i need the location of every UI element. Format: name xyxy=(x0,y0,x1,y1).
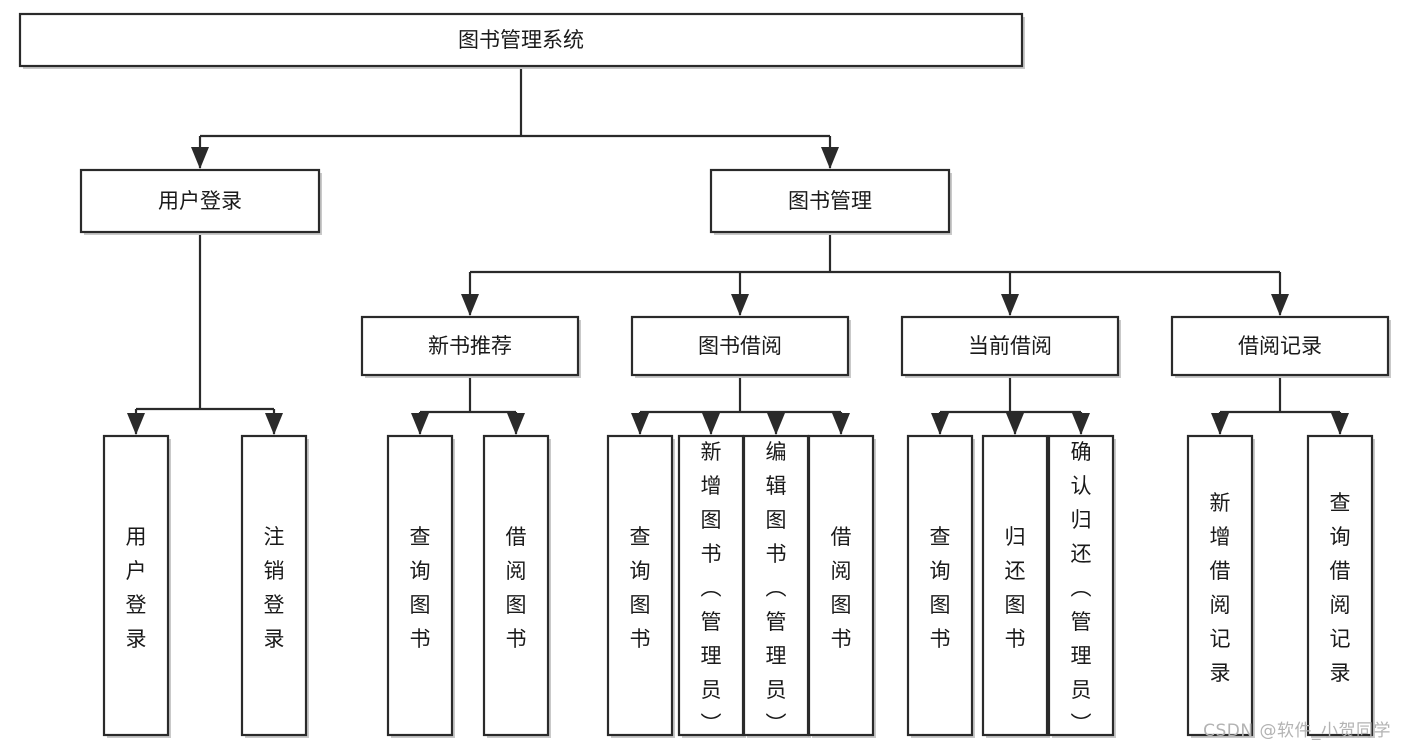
node-label: 新书推荐 xyxy=(428,334,512,358)
node-leaf-query-record[interactable]: 查询借阅记录 xyxy=(1306,434,1375,738)
box-outline[interactable] xyxy=(709,168,951,234)
node-leaf-confirm-return[interactable]: 确认归还︵管理员︶ xyxy=(1047,434,1116,738)
node-label: 借阅图书 xyxy=(831,525,852,651)
node-label: 新增借阅记录 xyxy=(1210,491,1231,685)
box-outline[interactable] xyxy=(102,434,170,737)
node-label: 用户登录 xyxy=(126,525,147,651)
arrow-head-icon xyxy=(767,413,785,435)
node-leaf-query-book-2[interactable]: 查询图书 xyxy=(606,434,675,738)
arrow-head-icon xyxy=(931,413,949,435)
box-outline[interactable] xyxy=(630,315,850,377)
box-outline[interactable] xyxy=(742,434,810,737)
box-outline[interactable] xyxy=(1186,434,1254,737)
arrow-head-icon xyxy=(127,413,145,435)
box-outline[interactable] xyxy=(240,434,308,737)
node-book-borrow[interactable]: 图书借阅 xyxy=(630,315,851,378)
node-leaf-user-login[interactable]: 用户登录 xyxy=(102,434,171,738)
node-label: 图书借阅 xyxy=(698,334,782,358)
node-new-book-rec[interactable]: 新书推荐 xyxy=(360,315,581,378)
arrow-head-icon xyxy=(832,413,850,435)
arrow-head-icon xyxy=(1331,413,1349,435)
node-leaf-logout[interactable]: 注销登录 xyxy=(240,434,309,738)
box-outline[interactable] xyxy=(482,434,550,737)
node-current-borrow[interactable]: 当前借阅 xyxy=(900,315,1121,378)
arrow-head-icon xyxy=(1001,294,1019,316)
box-outline[interactable] xyxy=(807,434,875,737)
box-outline[interactable] xyxy=(1047,434,1115,737)
node-label: 图书管理系统 xyxy=(458,28,584,52)
connector-layer xyxy=(127,66,1349,435)
arrow-head-icon xyxy=(821,147,839,169)
box-outline[interactable] xyxy=(900,315,1120,377)
arrow-head-icon xyxy=(507,413,525,435)
box-outline[interactable] xyxy=(360,315,580,377)
box-outline[interactable] xyxy=(906,434,974,737)
arrow-head-icon xyxy=(411,413,429,435)
node-leaf-add-book[interactable]: 新增图书︵管理员︶ xyxy=(677,434,746,738)
arrow-head-icon xyxy=(1271,294,1289,316)
node-label: 编辑图书︵管理员︶ xyxy=(766,440,787,736)
node-leaf-edit-book[interactable]: 编辑图书︵管理员︶ xyxy=(742,434,811,738)
node-leaf-borrow-book-2[interactable]: 借阅图书 xyxy=(807,434,876,738)
box-outline[interactable] xyxy=(386,434,454,737)
node-label: 确认归还︵管理员︶ xyxy=(1071,440,1092,736)
box-outline[interactable] xyxy=(677,434,745,737)
arrow-head-icon xyxy=(1072,413,1090,435)
node-label: 图书管理 xyxy=(788,189,872,213)
node-label: 查询图书 xyxy=(630,525,651,651)
arrow-head-icon xyxy=(631,413,649,435)
box-outline[interactable] xyxy=(606,434,674,737)
box-outline[interactable] xyxy=(981,434,1049,737)
node-label: 注销登录 xyxy=(264,525,285,651)
node-label: 新增图书︵管理员︶ xyxy=(701,440,722,736)
node-label: 借阅记录 xyxy=(1238,334,1322,358)
node-label: 查询图书 xyxy=(930,525,951,651)
node-label: 查询图书 xyxy=(410,525,431,651)
node-leaf-query-book-3[interactable]: 查询图书 xyxy=(906,434,975,738)
node-leaf-add-record[interactable]: 新增借阅记录 xyxy=(1186,434,1255,738)
box-outline[interactable] xyxy=(1170,315,1390,377)
node-label: 查询借阅记录 xyxy=(1330,491,1351,685)
node-leaf-borrow-book-1[interactable]: 借阅图书 xyxy=(482,434,551,738)
node-leaf-query-book-1[interactable]: 查询图书 xyxy=(386,434,455,738)
box-outline[interactable] xyxy=(79,168,321,234)
node-leaf-return-book[interactable]: 归还图书 xyxy=(981,434,1050,738)
node-root-system[interactable]: 图书管理系统 xyxy=(18,12,1025,69)
node-book-manage[interactable]: 图书管理 xyxy=(709,168,952,235)
arrow-head-icon xyxy=(265,413,283,435)
box-outline[interactable] xyxy=(1306,434,1374,737)
arrow-head-icon xyxy=(461,294,479,316)
arrow-head-icon xyxy=(191,147,209,169)
box-outline[interactable] xyxy=(18,12,1024,68)
arrow-head-icon xyxy=(731,294,749,316)
node-label: 借阅图书 xyxy=(506,525,527,651)
node-label: 用户登录 xyxy=(158,189,242,213)
node-borrow-record[interactable]: 借阅记录 xyxy=(1170,315,1391,378)
node-label: 当前借阅 xyxy=(968,334,1052,358)
node-user-login[interactable]: 用户登录 xyxy=(79,168,322,235)
arrow-head-icon xyxy=(702,413,720,435)
node-layer: 图书管理系统用户登录图书管理新书推荐图书借阅当前借阅借阅记录用户登录注销登录查询… xyxy=(18,12,1391,738)
arrow-head-icon xyxy=(1006,413,1024,435)
node-label: 归还图书 xyxy=(1005,525,1026,651)
arrow-head-icon xyxy=(1211,413,1229,435)
